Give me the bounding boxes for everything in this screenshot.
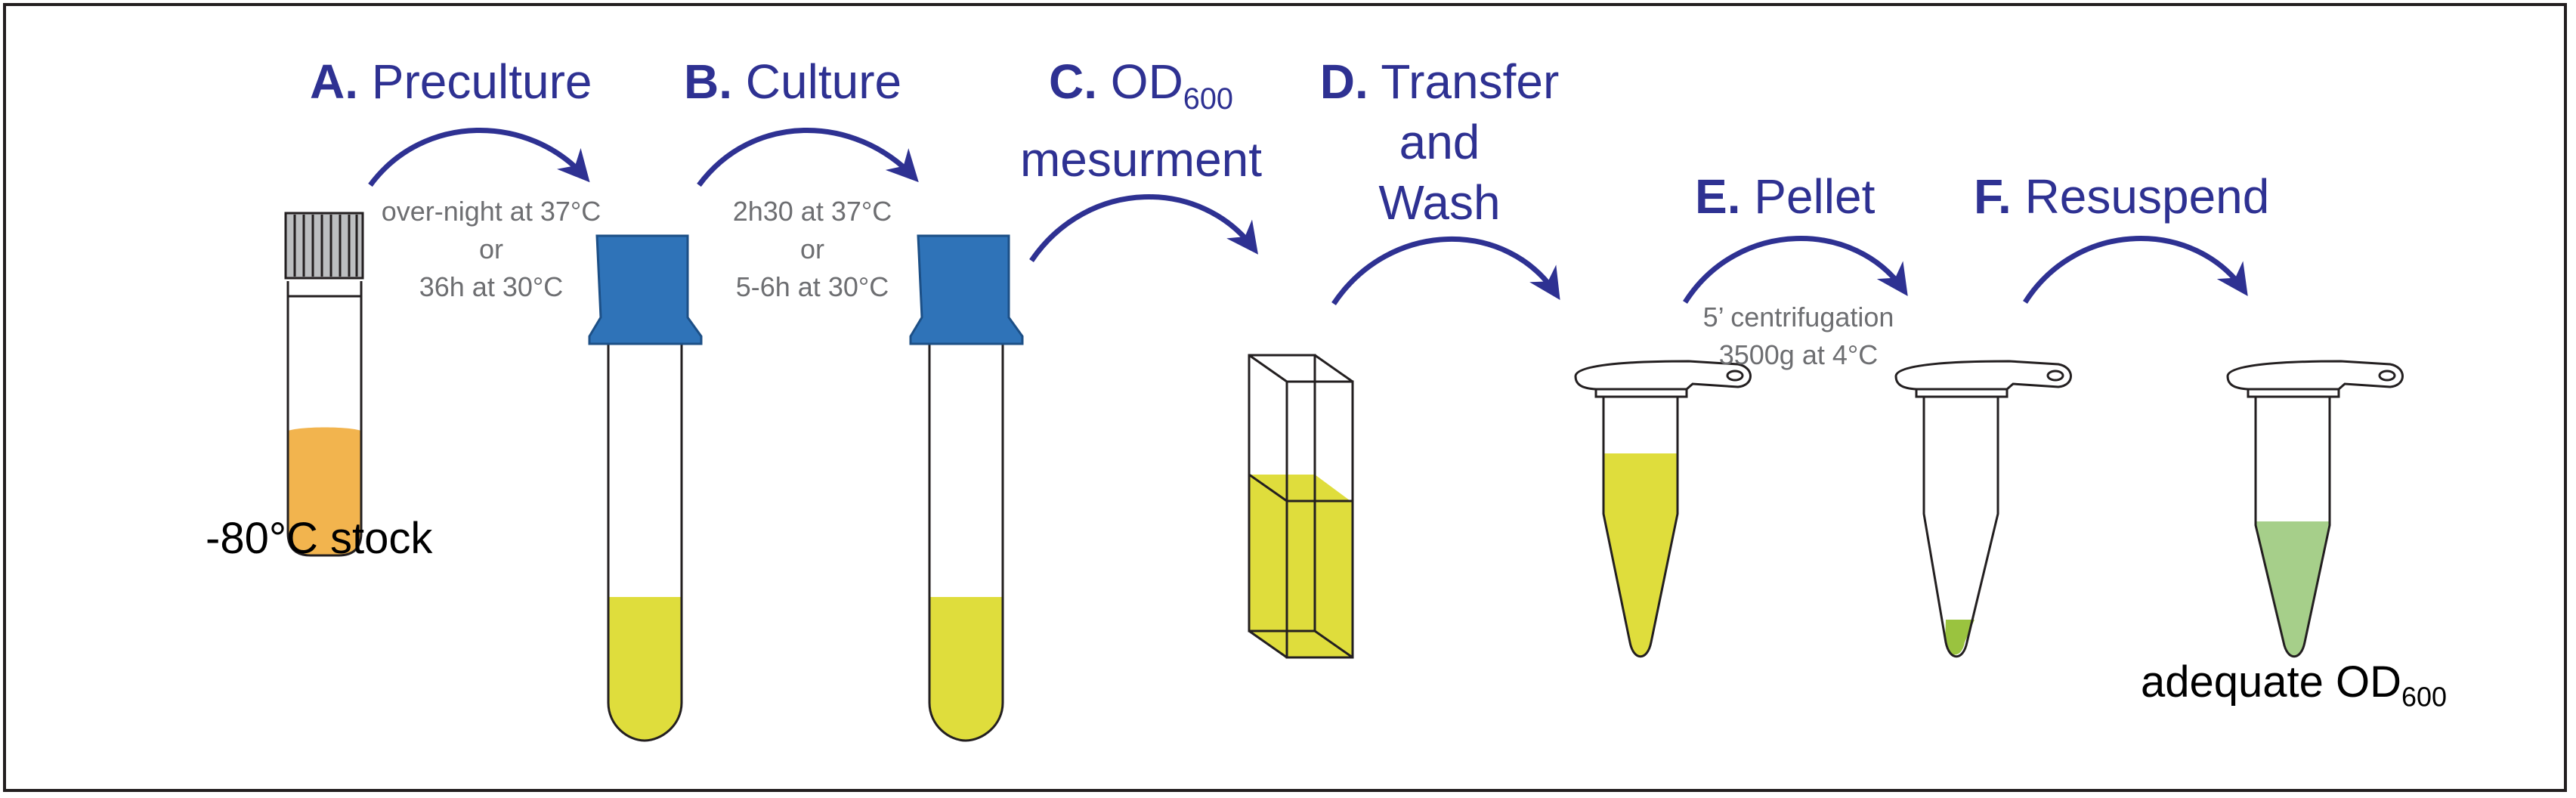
figure-frame	[3, 3, 2567, 792]
step-d-line3: Wash	[1378, 175, 1501, 230]
curved-arrow-icon	[2023, 236, 2248, 304]
curved-arrow-icon	[1029, 194, 1258, 262]
condition-line: 36h at 30°C	[419, 271, 564, 302]
condition-line: or	[478, 234, 503, 264]
step-d-letter: D.	[1319, 54, 1368, 109]
step-d-line1: Transfer	[1381, 54, 1560, 109]
step-a-letter: A.	[310, 54, 358, 109]
curved-arrow-icon	[1683, 236, 1908, 304]
step-f-heading: F. Resuspend	[1974, 166, 2269, 227]
step-c-line2: mesurment	[1019, 131, 1263, 187]
step-c-letter: C.	[1049, 54, 1097, 109]
cuvette-icon	[1248, 354, 1354, 659]
step-c-name: OD	[1110, 54, 1183, 109]
condition-line: 3500g at 4°C	[1718, 339, 1879, 370]
step-c-subscript: 600	[1183, 82, 1233, 116]
culture-tube-icon	[588, 234, 703, 742]
preculture-conditions: over-night at 37°C or 36h at 30°C	[363, 193, 620, 306]
culture-tube-icon	[909, 234, 1024, 742]
step-b-name: Culture	[745, 54, 902, 109]
vial-icon	[284, 212, 364, 557]
microtube-icon	[1574, 360, 1752, 658]
step-c-heading: C. OD600 mesurment	[1001, 51, 1281, 190]
final-od-text: adequate OD	[2141, 657, 2402, 707]
step-a-name: Preculture	[371, 54, 592, 109]
condition-line: over-night at 37°C	[381, 196, 601, 227]
pellet-conditions: 5’ centrifugation 3500g at 4°C	[1681, 298, 1916, 374]
step-e-heading: E. Pellet	[1695, 166, 1875, 227]
step-f-name: Resuspend	[2024, 169, 2270, 224]
stock-label: -80°C stock	[206, 514, 433, 563]
microtube-icon	[1894, 360, 2072, 658]
condition-line: 5’ centrifugation	[1702, 302, 1894, 332]
step-b-letter: B.	[684, 54, 732, 109]
step-f-letter: F.	[1974, 169, 2012, 224]
curved-arrow-icon	[697, 128, 919, 187]
step-e-name: Pellet	[1754, 169, 1876, 224]
final-od-subscript: 600	[2401, 681, 2448, 713]
condition-line: or	[799, 234, 824, 264]
step-a-heading: A. Preculture	[310, 51, 592, 112]
curved-arrow-icon	[1331, 236, 1560, 305]
microtube-icon	[2226, 360, 2404, 658]
culture-conditions: 2h30 at 37°C or 5-6h at 30°C	[695, 193, 929, 306]
step-b-heading: B. Culture	[684, 51, 901, 112]
curved-arrow-icon	[368, 128, 590, 187]
step-d-heading: D. Transfer and Wash	[1303, 51, 1576, 233]
condition-line: 2h30 at 37°C	[732, 196, 892, 227]
condition-line: 5-6h at 30°C	[735, 271, 889, 302]
step-d-line2: and	[1399, 115, 1480, 169]
step-e-letter: E.	[1695, 169, 1741, 224]
final-od-label: adequate OD600	[2141, 656, 2447, 724]
